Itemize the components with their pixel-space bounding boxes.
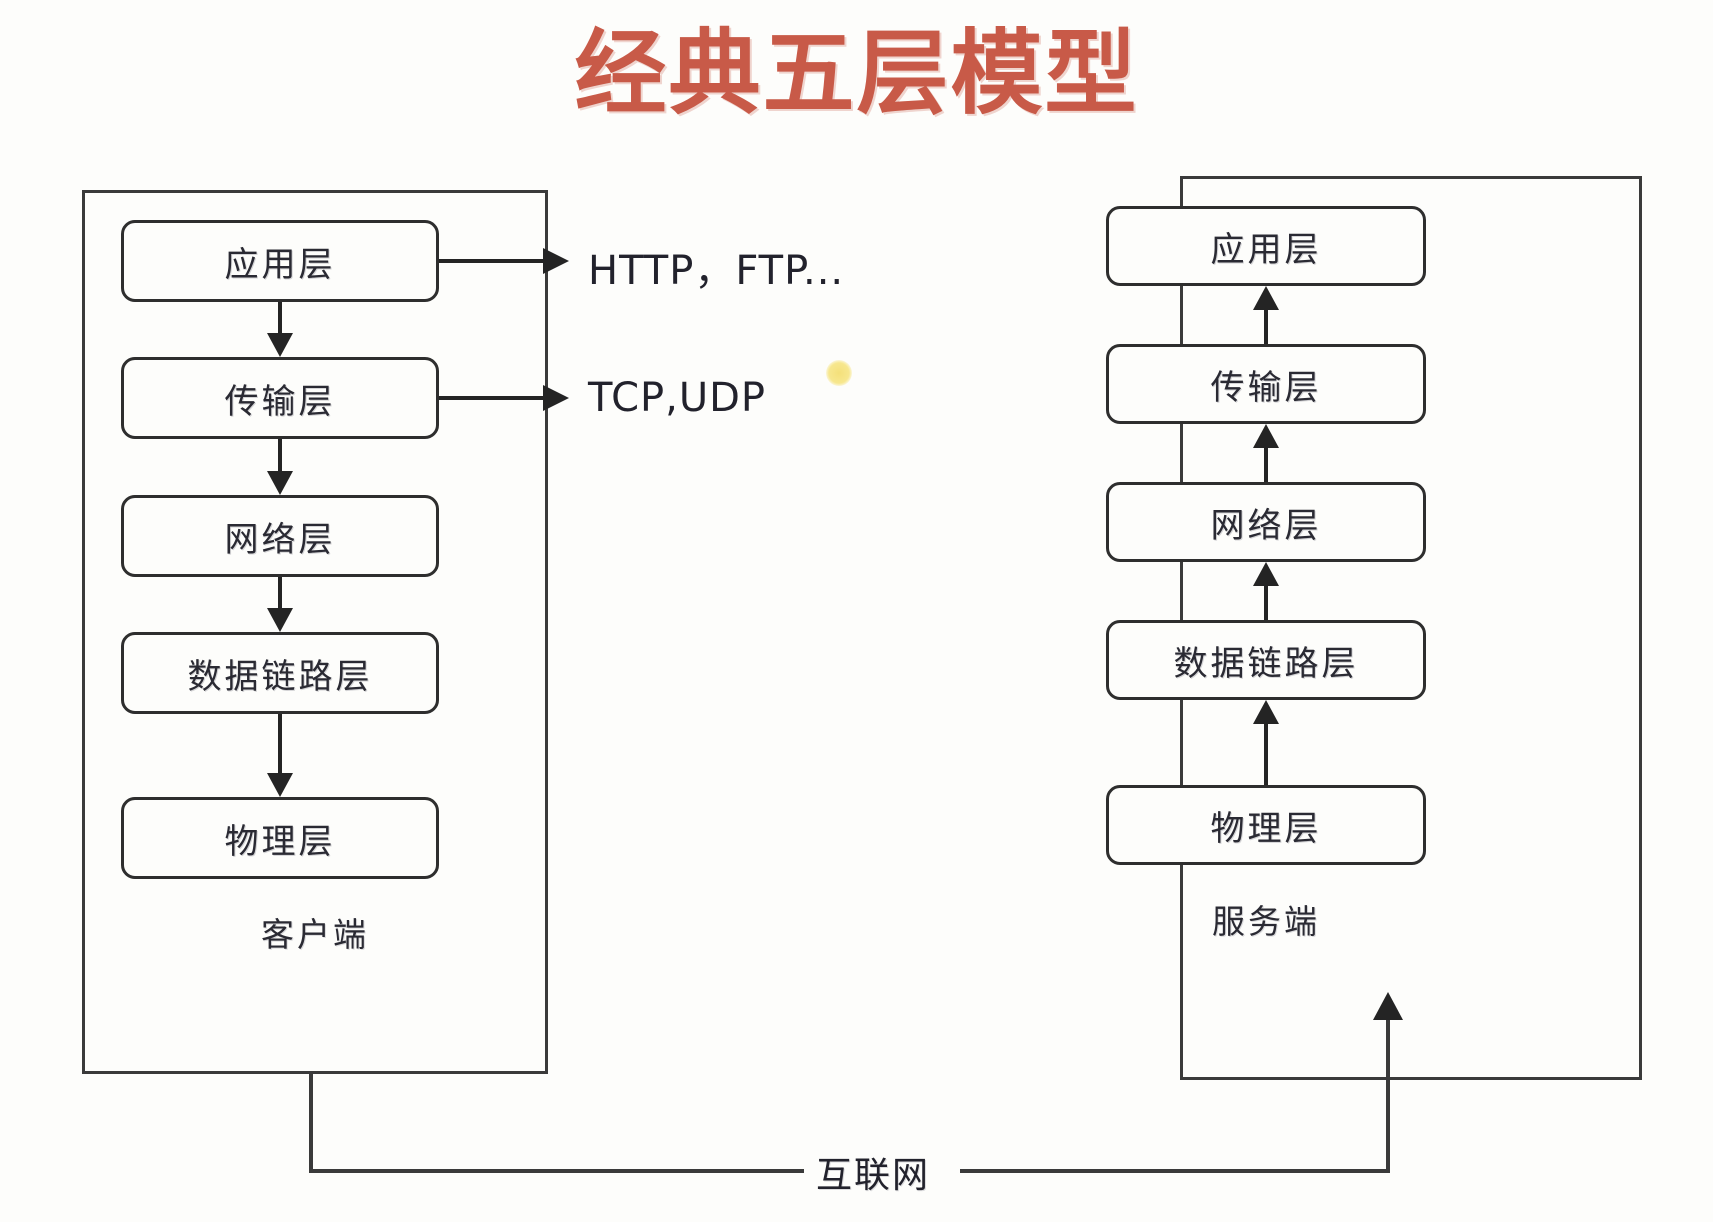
server-layer-application[interactable]: 应用层 xyxy=(1106,206,1426,286)
client-layer-transport-label: 传输层 xyxy=(224,381,336,422)
server-layer-physical[interactable]: 物理层 xyxy=(1106,785,1426,865)
highlight-dot-icon xyxy=(826,360,852,386)
server-layer-network-label: 网络层 xyxy=(1210,505,1322,546)
client-layer-transport[interactable]: 传输层 xyxy=(121,357,439,439)
callout-arrow-transport xyxy=(439,385,569,411)
client-layer-application-label: 应用层 xyxy=(224,244,336,285)
server-arrow-transport-to-application xyxy=(1253,286,1279,344)
bus-right-segment xyxy=(960,1169,1390,1173)
client-arrow-datalink-to-physical xyxy=(267,714,293,797)
client-layer-physical-label: 物理层 xyxy=(224,821,336,862)
client-layer-datalink-label: 数据链路层 xyxy=(187,656,373,697)
server-layer-application-label: 应用层 xyxy=(1210,229,1322,270)
server-caption: 服务端 xyxy=(1212,902,1320,941)
client-arrow-network-to-datalink xyxy=(267,577,293,632)
client-caption: 客户端 xyxy=(261,915,369,954)
client-layer-network-label: 网络层 xyxy=(224,519,336,560)
server-layer-transport[interactable]: 传输层 xyxy=(1106,344,1426,424)
client-arrow-application-to-transport xyxy=(267,302,293,357)
server-arrow-physical-to-datalink xyxy=(1253,700,1279,785)
server-layer-datalink-label: 数据链路层 xyxy=(1173,643,1359,684)
client-layer-datalink[interactable]: 数据链路层 xyxy=(121,632,439,714)
server-layer-datalink[interactable]: 数据链路层 xyxy=(1106,620,1426,700)
client-stack-container xyxy=(82,190,548,1074)
bus-client-drop xyxy=(309,1073,313,1173)
bus-arrow-head-icon xyxy=(1373,992,1403,1020)
server-arrow-network-to-transport xyxy=(1253,424,1279,482)
client-layer-application[interactable]: 应用层 xyxy=(121,220,439,302)
callout-label-application: HTTP，FTP... xyxy=(588,248,845,294)
bus-left-segment xyxy=(309,1169,804,1173)
callout-label-transport: TCP,UDP xyxy=(588,375,767,421)
page-title: 经典五层模型 xyxy=(574,20,1139,127)
callout-arrow-application xyxy=(439,248,569,274)
server-layer-transport-label: 传输层 xyxy=(1210,367,1322,408)
client-layer-physical[interactable]: 物理层 xyxy=(121,797,439,879)
internet-label: 互联网 xyxy=(806,1146,941,1198)
server-layer-physical-label: 物理层 xyxy=(1210,808,1322,849)
server-layer-network[interactable]: 网络层 xyxy=(1106,482,1426,562)
client-arrow-transport-to-network xyxy=(267,439,293,495)
bus-server-riser xyxy=(1386,1020,1390,1173)
server-arrow-datalink-to-network xyxy=(1253,562,1279,620)
client-layer-network[interactable]: 网络层 xyxy=(121,495,439,577)
